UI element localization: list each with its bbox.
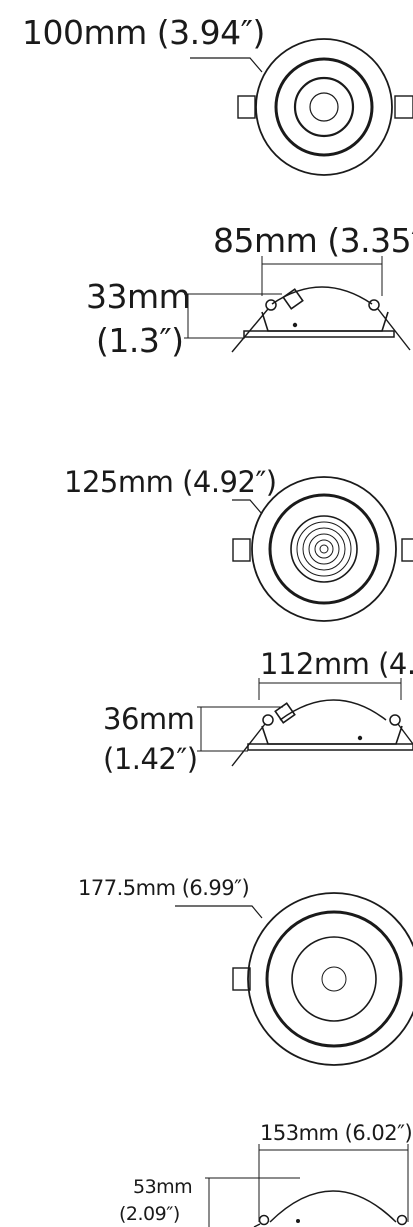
product-2-screw xyxy=(357,735,363,741)
product-2-reflector-ring-4 xyxy=(308,533,340,565)
product-1-spring-clip-right xyxy=(377,308,411,351)
product-1-outer-ring xyxy=(255,38,393,176)
product-1-screw xyxy=(292,322,298,328)
product-1-lens-ring xyxy=(293,76,355,138)
product-1-clip-pivot-left xyxy=(265,299,277,311)
product-1-spring-clip-left xyxy=(237,95,256,119)
product-2-reflector-ring-1 xyxy=(290,515,358,583)
product-2-side-view: 112mm (4.41″ 36mm (1.42″) xyxy=(103,647,413,776)
product-2-clip-pivot-left xyxy=(262,714,274,726)
product-1-housing xyxy=(261,311,389,332)
product-2-reflector-ring-3 xyxy=(302,527,346,571)
product-3-lens-ring xyxy=(291,936,377,1022)
product-2-reflector-ring-2 xyxy=(296,521,352,577)
product-1-height-in-label: (1.3″) xyxy=(96,321,184,360)
product-2-spring-clip-right xyxy=(401,538,413,562)
product-3-dome xyxy=(269,1190,397,1223)
product-2-outer-ring xyxy=(251,476,397,622)
product-3-height-mm-label: 53mm xyxy=(133,1176,192,1198)
product-1-trim-ring xyxy=(274,57,374,157)
product-2-spring-clip-left xyxy=(231,723,266,767)
product-2-spring-clip-left xyxy=(232,538,251,562)
product-1-spring-clip-right xyxy=(394,95,413,119)
product-2-dome xyxy=(279,699,387,721)
product-1-junction-box xyxy=(282,288,304,310)
product-2-diameter-leader xyxy=(232,499,263,515)
product-2-height-mm-label: 36mm xyxy=(103,702,194,736)
product-1-lens-center xyxy=(309,92,339,122)
product-2-reflector-ring-5 xyxy=(314,539,334,559)
product-2-reflector-center xyxy=(319,544,329,554)
product-1-top-view: 100mm (3.94″) xyxy=(22,13,413,176)
product-1-clip-pivot-right xyxy=(368,299,380,311)
product-3-spring-clip-left xyxy=(232,967,251,991)
product-2-height-in-label: (1.42″) xyxy=(103,742,198,776)
product-3-clip-pivot-right xyxy=(396,1214,408,1226)
product-3-height-in-label: (2.09″) xyxy=(119,1203,180,1225)
product-1-spring-clip-left xyxy=(231,308,269,353)
product-2-diameter-label: 125mm (4.92″) xyxy=(64,465,277,499)
product-3-clip-pivot-left xyxy=(258,1214,270,1226)
product-3-diameter-label: 177.5mm (6.99″) xyxy=(78,876,249,900)
product-3-trim-ring xyxy=(265,910,403,1048)
product-3-screw xyxy=(296,1219,300,1223)
product-3-outer-ring xyxy=(247,892,413,1066)
product-1-flange xyxy=(243,330,395,338)
product-2-clip-pivot-right xyxy=(389,714,401,726)
product-1-side-view: 85mm (3.35″) 33mm (1.3″) xyxy=(86,221,413,360)
product-3-diameter-leader xyxy=(175,905,263,919)
product-2-width-label: 112mm (4.41″ xyxy=(260,647,413,681)
product-1-diameter-label: 100mm (3.94″) xyxy=(22,13,265,52)
product-2-flange xyxy=(247,743,413,751)
product-2-housing xyxy=(261,725,403,745)
product-1-width-label: 85mm (3.35″) xyxy=(213,221,413,260)
product-3-lens-center xyxy=(321,966,347,992)
product-1-diameter-leader xyxy=(190,57,263,73)
product-2-junction-box xyxy=(274,702,296,724)
product-3-side-view: 153mm (6.02″) 53mm (2.09″) xyxy=(119,1121,413,1227)
product-2-trim-ring xyxy=(268,493,380,605)
product-3-top-view: 177.5mm (6.99″) xyxy=(78,876,413,1066)
product-1-height-mm-label: 33mm xyxy=(86,277,190,316)
product-2-spring-clip-right xyxy=(397,723,413,745)
product-3-width-label: 153mm (6.02″) xyxy=(260,1121,412,1145)
product-2-top-view: 125mm (4.92″) xyxy=(64,465,413,622)
